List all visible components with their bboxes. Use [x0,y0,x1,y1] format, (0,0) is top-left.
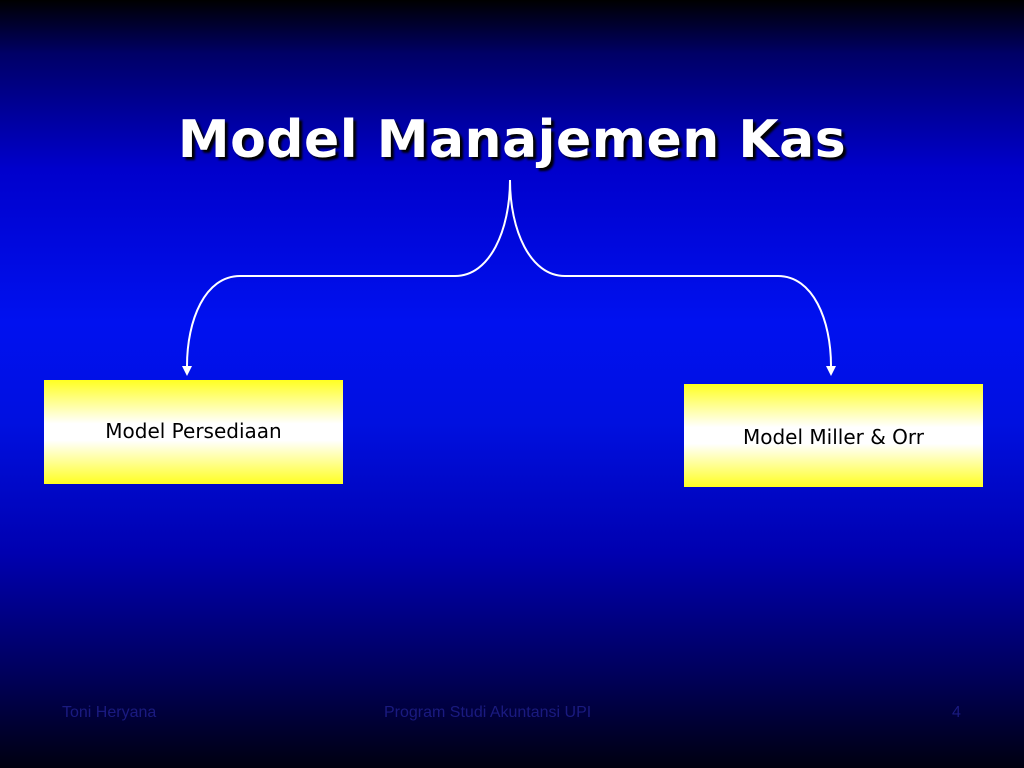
node-label: Model Persediaan [105,419,282,443]
arrow-right-icon [826,366,836,376]
connector-right-branch [509,179,832,367]
slide-title: Model Manajemen Kas [177,110,847,170]
connector-left-branch [186,179,511,367]
footer-page-number: 4 [952,704,961,721]
node-label: Model Miller & Orr [742,424,924,449]
footer-author: Toni Heryana [62,704,157,721]
node-model-persediaan: Model Persediaan [44,380,343,484]
arrow-left-icon [182,366,192,376]
node-model-miller-orr: Model Miller & Orr [684,384,983,487]
footer-program: Program Studi Akuntansi UPI [384,704,592,721]
